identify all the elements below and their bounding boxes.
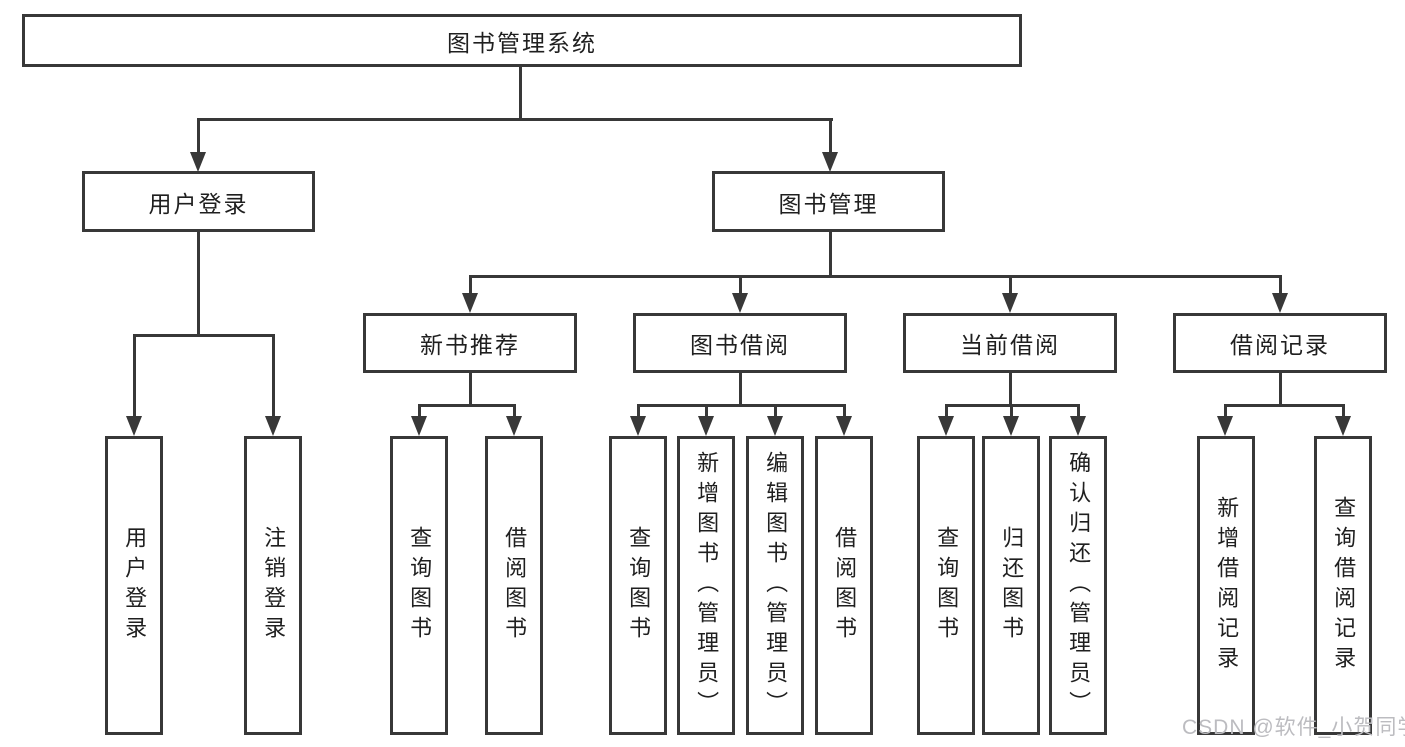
connector-vline — [133, 334, 136, 416]
connector-vline — [418, 404, 421, 416]
leaf-edit-books-admin: 编辑图书（管理员） — [746, 436, 804, 735]
connector-vline — [197, 118, 200, 152]
connector-vline — [469, 373, 472, 406]
connector-vline — [945, 404, 948, 416]
arrow-down — [1217, 416, 1233, 436]
arrow-down — [822, 152, 838, 172]
connector-hline — [418, 404, 516, 407]
connector-vline — [469, 275, 472, 293]
connector-vline — [739, 275, 742, 293]
arrow-down — [698, 416, 714, 436]
connector-vline — [1010, 404, 1013, 416]
leaf-query-books-recommend: 查询图书 — [390, 436, 448, 735]
node-current-borrowing: 当前借阅 — [903, 313, 1117, 373]
connector-vline — [829, 118, 832, 152]
connector-vline — [1009, 373, 1012, 406]
connector-hline — [637, 404, 846, 407]
arrow-down — [506, 416, 522, 436]
connector-vline — [774, 404, 777, 416]
connector-vline — [519, 66, 522, 120]
leaf-query-books-current: 查询图书 — [917, 436, 975, 735]
csdn-watermark: CSDN @软件_小贺同学 — [1182, 716, 1405, 739]
arrow-down — [265, 416, 281, 436]
node-book-borrowing: 图书借阅 — [633, 313, 847, 373]
arrow-down — [1335, 416, 1351, 436]
connector-hline — [133, 334, 275, 337]
connector-vline — [272, 334, 275, 416]
connector-vline — [739, 373, 742, 406]
arrow-down — [126, 416, 142, 436]
arrow-down — [630, 416, 646, 436]
arrow-down — [1002, 293, 1018, 313]
connector-hline — [469, 275, 1281, 278]
leaf-user-login: 用户登录 — [105, 436, 163, 735]
leaf-borrow-books: 借阅图书 — [815, 436, 873, 735]
connector-vline — [1342, 404, 1345, 416]
arrow-down — [462, 293, 478, 313]
connector-vline — [1077, 404, 1080, 416]
arrow-down — [938, 416, 954, 436]
leaf-return-books: 归还图书 — [982, 436, 1040, 735]
arrow-down — [836, 416, 852, 436]
connector-hline — [197, 118, 833, 121]
node-new-book-recommendation: 新书推荐 — [363, 313, 577, 373]
node-book-management: 图书管理 — [712, 171, 945, 232]
connector-vline — [1279, 275, 1282, 293]
leaf-logout: 注销登录 — [244, 436, 302, 735]
connector-vline — [637, 404, 640, 416]
leaf-add-borrow-record: 新增借阅记录 — [1197, 436, 1255, 735]
arrow-down — [1272, 293, 1288, 313]
leaf-query-borrow-record: 查询借阅记录 — [1314, 436, 1372, 735]
arrow-down — [1070, 416, 1086, 436]
leaf-query-books-borrowing: 查询图书 — [609, 436, 667, 735]
node-library-system: 图书管理系统 — [22, 14, 1022, 67]
leaf-borrow-books-recommend: 借阅图书 — [485, 436, 543, 735]
connector-vline — [197, 232, 200, 336]
node-user-login: 用户登录 — [82, 171, 315, 232]
leaf-confirm-return-admin: 确认归还（管理员） — [1049, 436, 1107, 735]
arrow-down — [1003, 416, 1019, 436]
arrow-down — [411, 416, 427, 436]
leaf-add-books-admin: 新增图书（管理员） — [677, 436, 735, 735]
arrow-down — [732, 293, 748, 313]
arrow-down — [767, 416, 783, 436]
connector-vline — [1279, 373, 1282, 406]
arrow-down — [190, 152, 206, 172]
connector-vline — [1224, 404, 1227, 416]
node-borrowing-records: 借阅记录 — [1173, 313, 1387, 373]
connector-vline — [513, 404, 516, 416]
connector-vline — [829, 232, 832, 277]
connector-vline — [705, 404, 708, 416]
connector-vline — [1009, 275, 1012, 293]
connector-hline — [1224, 404, 1345, 407]
connector-vline — [843, 404, 846, 416]
